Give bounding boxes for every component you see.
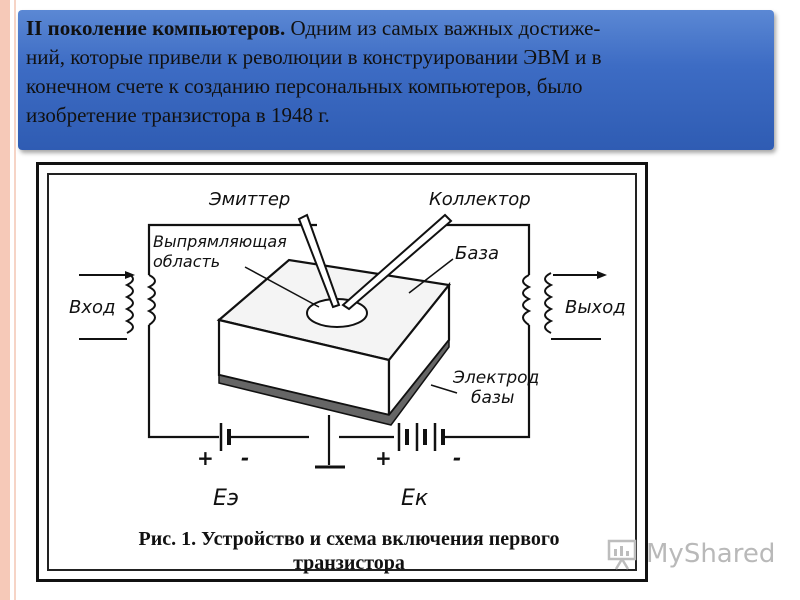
left-decor-stripe: [0, 0, 10, 600]
label-input: Вход: [69, 297, 115, 318]
circuit-wires: [147, 223, 531, 465]
wire-left-bottom: [147, 325, 219, 439]
label-base: База: [455, 243, 499, 264]
label-rectifying-2: область: [153, 252, 220, 271]
header-line-4: изобретение транзистора в 1948 г.: [26, 103, 330, 127]
label-plus-left: +: [197, 446, 214, 470]
base-electrode-plate: [218, 337, 450, 426]
wire-right-bottom: [444, 325, 531, 439]
left-decor-line: [14, 0, 16, 600]
transistor-diagram: Эмиттер Коллектор Выпрямляющая область Б…: [69, 189, 626, 511]
figure-caption: Рис. 1. Устройство и схема включения пер…: [89, 527, 609, 575]
watermark-text: MyShared: [646, 539, 776, 569]
label-emf-collector: Eк: [401, 486, 429, 511]
header-bold: II поколение компьютеров.: [26, 16, 286, 40]
presentation-icon: [607, 539, 637, 570]
right-coil-secondary: [544, 272, 554, 334]
collector-needle: [341, 213, 453, 311]
battery-right: [397, 423, 445, 451]
label-electrode-1: Электрод: [452, 368, 539, 388]
output-arrowhead: [597, 271, 607, 279]
figure-inner: Эмиттер Коллектор Выпрямляющая область Б…: [47, 173, 637, 574]
header-line-1: Одним из самых важных достиже-: [285, 16, 601, 40]
label-minus-left: -: [241, 446, 249, 470]
caption-line-1: Рис. 1. Устройство и схема включения пер…: [138, 528, 560, 550]
label-rectifying-1: Выпрямляющая: [153, 232, 287, 251]
header-text: II поколение компьютеров. Одним из самых…: [26, 14, 766, 130]
wire-right-top: [437, 223, 531, 275]
label-electrode-2: базы: [471, 388, 514, 408]
leader-lines: [244, 258, 458, 394]
left-coil-primary: [124, 272, 134, 334]
header-box: [18, 10, 774, 150]
wire-left-top: [147, 223, 317, 275]
label-collector: Коллектор: [429, 189, 531, 210]
input-arrowhead: [125, 271, 135, 279]
label-emitter: Эмиттер: [208, 189, 290, 210]
watermark: MyShared: [606, 534, 776, 574]
label-plus-right: +: [375, 446, 392, 470]
label-minus-right: -: [453, 446, 461, 470]
left-coil-secondary: [146, 274, 156, 326]
figure-frame: Эмиттер Коллектор Выпрямляющая область Б…: [36, 162, 648, 582]
label-output: Выход: [565, 297, 626, 318]
header-line-3: конечном счете к созданию персональных к…: [26, 74, 583, 98]
right-coil-primary: [522, 274, 532, 326]
label-emf-emitter: Eэ: [213, 486, 239, 511]
header-line-2: ний, которые привели к революции в конст…: [26, 45, 602, 69]
caption-line-2: транзистора: [293, 552, 405, 574]
emitter-needle: [297, 213, 341, 309]
